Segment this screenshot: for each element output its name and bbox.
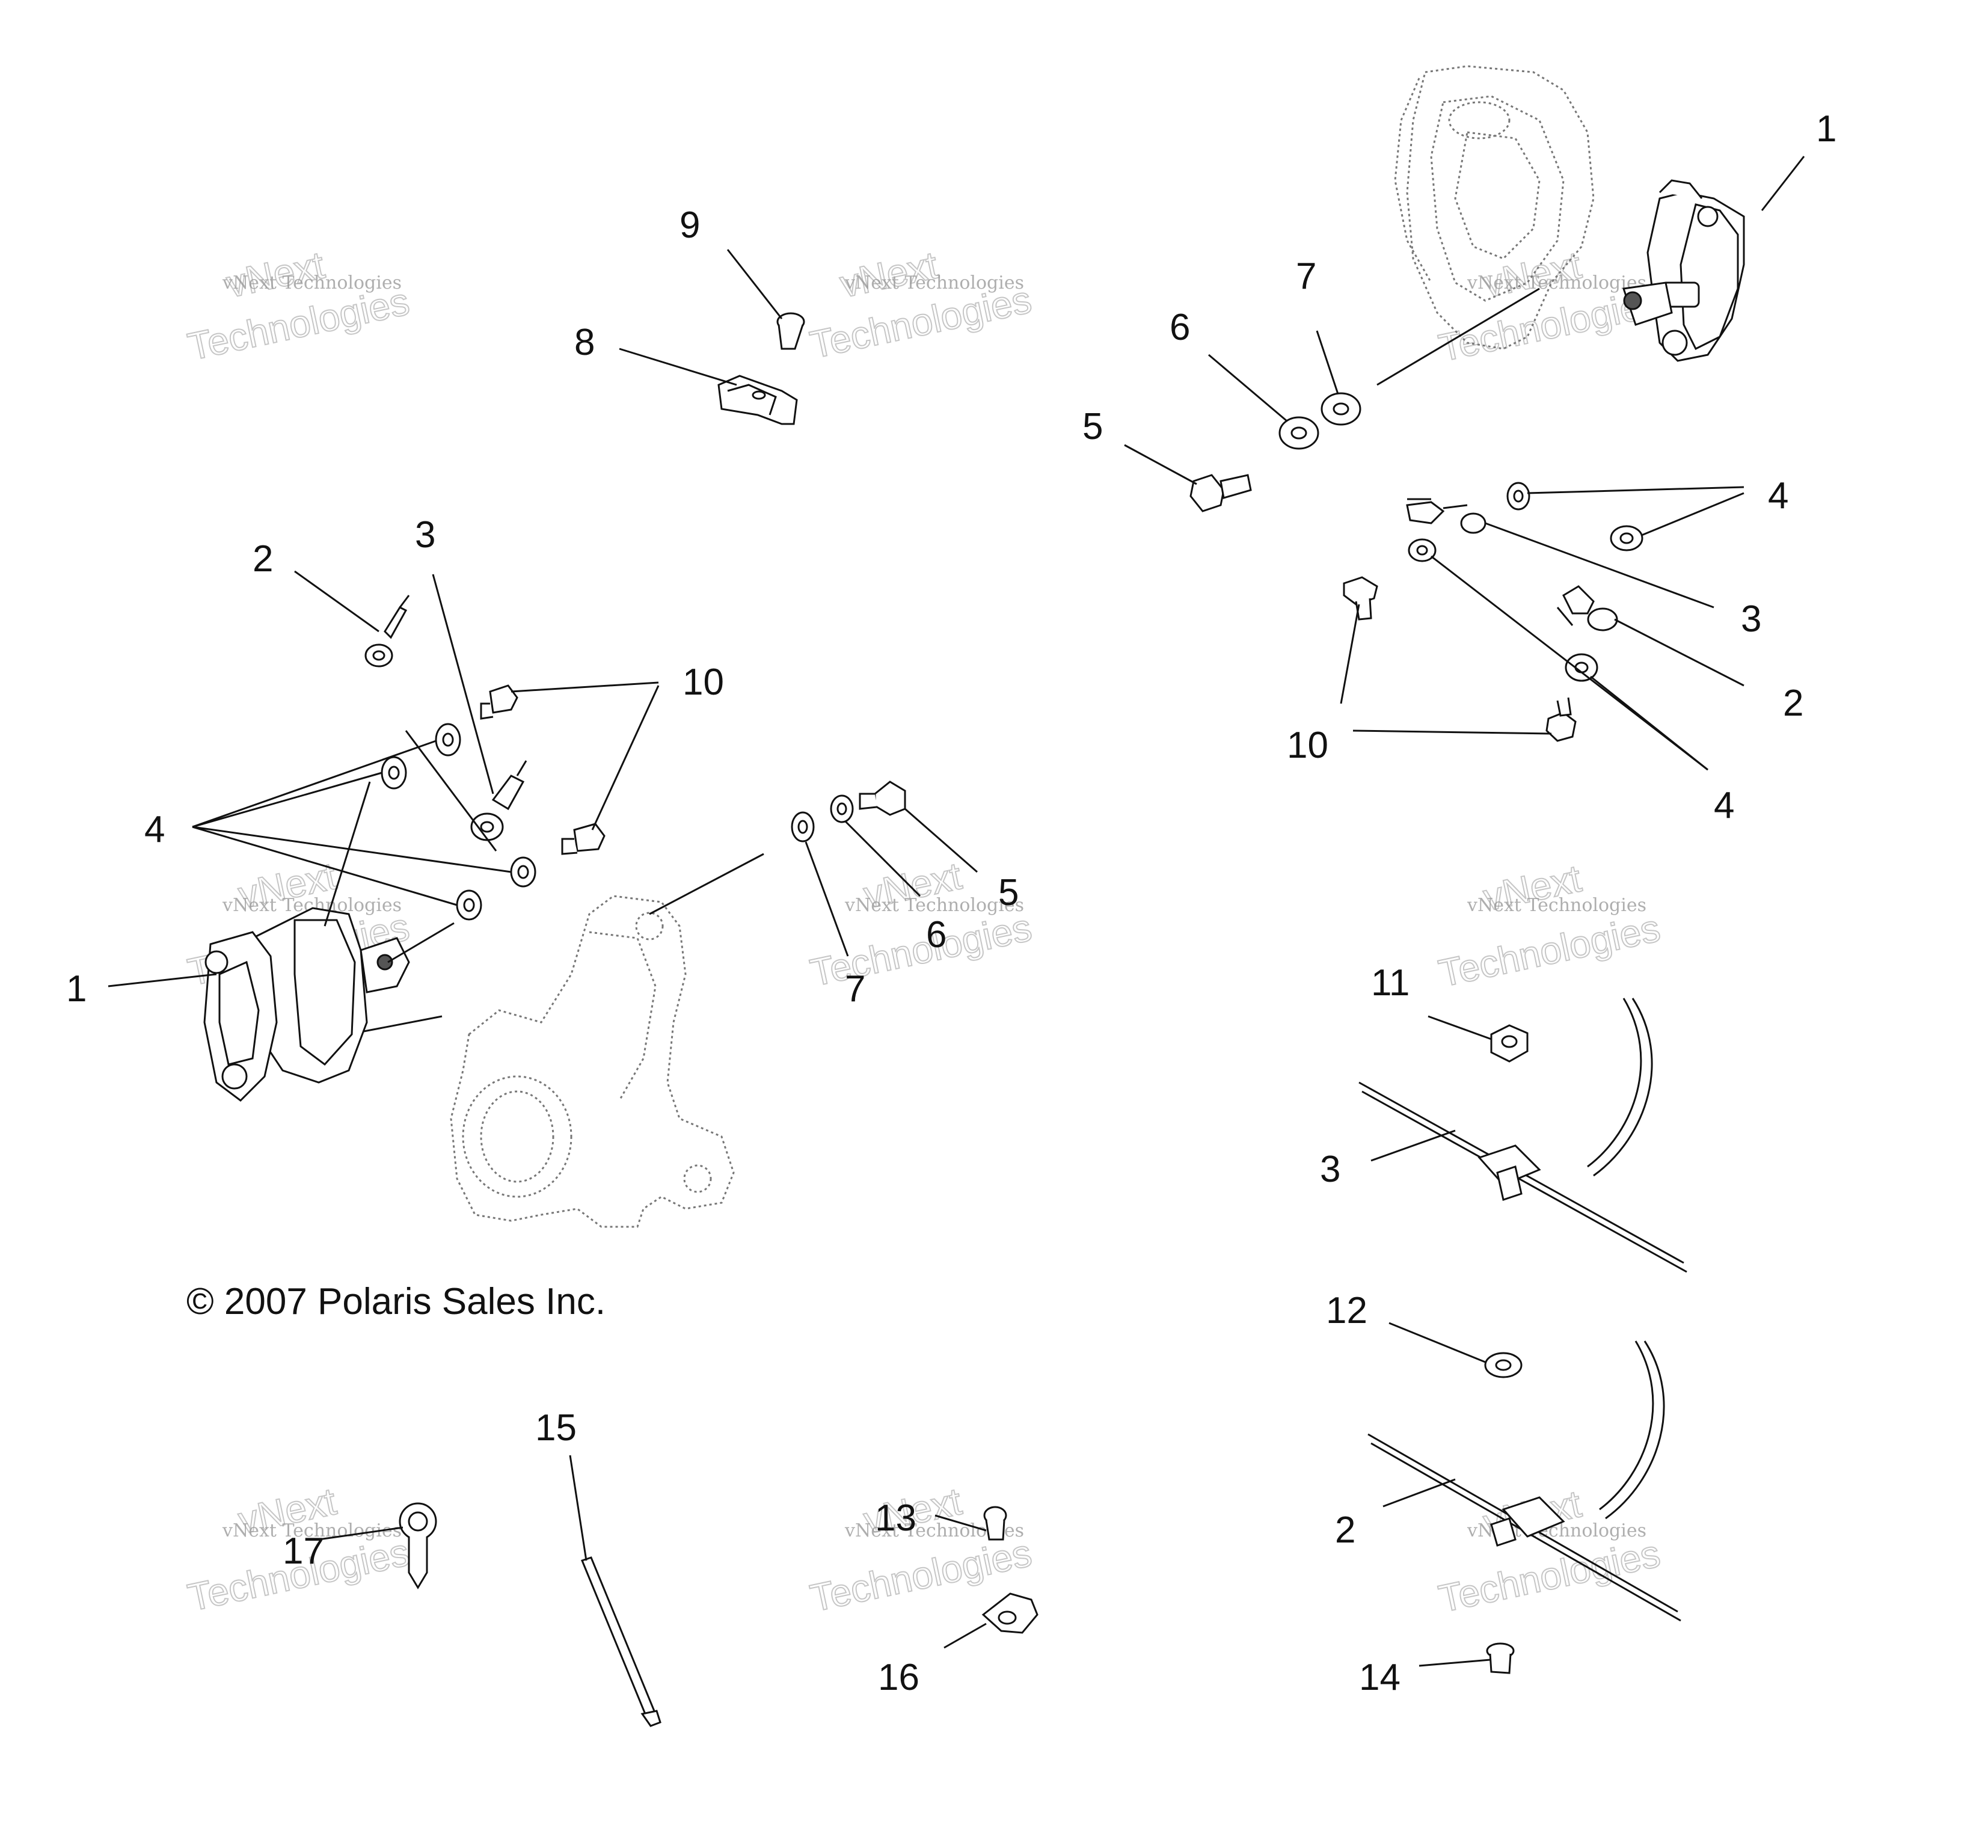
callout-9: 9	[680, 204, 700, 246]
callout-8: 8	[574, 322, 595, 363]
watermark-8: vNext vNext Technologies Technologies	[806, 1479, 1035, 1621]
banjo-3-left	[470, 760, 527, 841]
screw-9	[776, 312, 805, 350]
part-17	[399, 1502, 437, 1589]
callout-14: 14	[1359, 1657, 1400, 1698]
ghost-knuckle-left	[450, 895, 735, 1228]
copyright-notice: © 2007 Polaris Sales Inc.	[186, 1281, 606, 1322]
callout-17: 17	[283, 1530, 324, 1572]
svg-text:Technologies: Technologies	[1435, 906, 1663, 995]
bolt-10-right-bottom	[1545, 697, 1577, 742]
washer-4-right-top	[1506, 482, 1530, 511]
brake-caliper-right	[1622, 179, 1745, 362]
brake-caliper-left	[203, 907, 410, 1102]
callout-10-right: 10	[1287, 725, 1328, 766]
washer-6-right	[1278, 416, 1319, 450]
watermark-6: vNext vNext Technologies Technologies	[1434, 856, 1664, 996]
washer-4-left-b	[381, 756, 407, 790]
callout-4-left: 4	[144, 809, 165, 850]
leader-lines	[108, 156, 1805, 1667]
callout-6-left: 6	[926, 914, 946, 956]
callout-11: 11	[1371, 962, 1410, 1004]
washer-7-left	[791, 811, 815, 843]
washer-6-left	[830, 794, 854, 823]
callout-7-left: 7	[845, 968, 865, 1010]
washer-4-right-mid	[1610, 525, 1643, 551]
bolt-10-right-top	[1343, 576, 1378, 621]
bolt-10-left-bottom	[561, 823, 606, 855]
svg-text:vNext Technologies: vNext Technologies	[844, 272, 1024, 293]
callout-labels: 1 9 8 7 6 5 4 3 2 10 4 2 3 10 4 1 5 6 7 …	[66, 108, 1836, 1698]
svg-text:Technologies: Technologies	[806, 906, 1035, 995]
washer-4-right-bottom	[1565, 653, 1598, 682]
clip-16	[981, 1592, 1038, 1634]
callout-12: 12	[1326, 1290, 1367, 1331]
svg-text:vNext Technologies: vNext Technologies	[222, 1520, 402, 1541]
watermark-9: vNext vNext Technologies Technologies	[1434, 1481, 1664, 1621]
washer-4-left-d	[456, 889, 482, 921]
callout-16: 16	[878, 1657, 919, 1698]
callout-2-left: 2	[253, 538, 273, 580]
watermark-1: vNext vNext Technologies Technologies	[183, 242, 413, 369]
washer-4-left-a	[435, 723, 461, 757]
banjo-2-right	[1556, 585, 1618, 631]
cable-assembly-2	[1367, 1340, 1681, 1622]
svg-text:vNext Technologies: vNext Technologies	[222, 272, 402, 293]
callout-4-right-a: 4	[1768, 475, 1788, 517]
callout-13: 13	[875, 1497, 916, 1539]
nut-11	[1490, 1024, 1529, 1063]
callout-10-left: 10	[683, 662, 724, 703]
callout-7-right: 7	[1296, 256, 1316, 297]
callout-2-right: 2	[1783, 683, 1803, 724]
watermark-2: vNext vNext Technologies Technologies	[806, 242, 1035, 367]
screw-14	[1486, 1642, 1515, 1674]
bolt-10-left-top	[480, 684, 518, 720]
washer-12	[1484, 1352, 1523, 1378]
callout-3-bottom: 3	[1320, 1149, 1340, 1190]
clip-8	[717, 375, 798, 425]
watermark-group: vNext vNext Technologies Technologies vN…	[183, 242, 1664, 1621]
cable-assembly-3	[1358, 998, 1687, 1273]
part-13	[983, 1506, 1007, 1541]
ghost-knuckle-top-right	[1394, 65, 1595, 350]
callout-5-right: 5	[1082, 406, 1103, 447]
callout-2-bottom: 2	[1335, 1509, 1355, 1551]
washer-7-right	[1321, 392, 1361, 426]
svg-text:vNext Technologies: vNext Technologies	[1467, 895, 1646, 916]
svg-text:vNext Technologies: vNext Technologies	[844, 895, 1024, 916]
brake-line-fitting-right	[1406, 498, 1486, 534]
callout-6-right: 6	[1170, 307, 1190, 348]
banjo-2-left	[364, 595, 410, 668]
bolt-5-left	[859, 781, 906, 816]
washer-4-right-left	[1408, 538, 1437, 562]
bolt-5-right	[1189, 474, 1252, 512]
callout-15: 15	[535, 1407, 577, 1449]
washer-4-left-c	[510, 856, 536, 888]
callout-1-left: 1	[66, 968, 87, 1010]
callout-4-right-b: 4	[1714, 785, 1734, 826]
callout-1-right: 1	[1816, 108, 1836, 150]
callout-3-right: 3	[1741, 598, 1761, 640]
callout-5-left: 5	[998, 872, 1019, 913]
cable-tie-15	[581, 1556, 661, 1727]
callout-3-left: 3	[415, 514, 435, 556]
